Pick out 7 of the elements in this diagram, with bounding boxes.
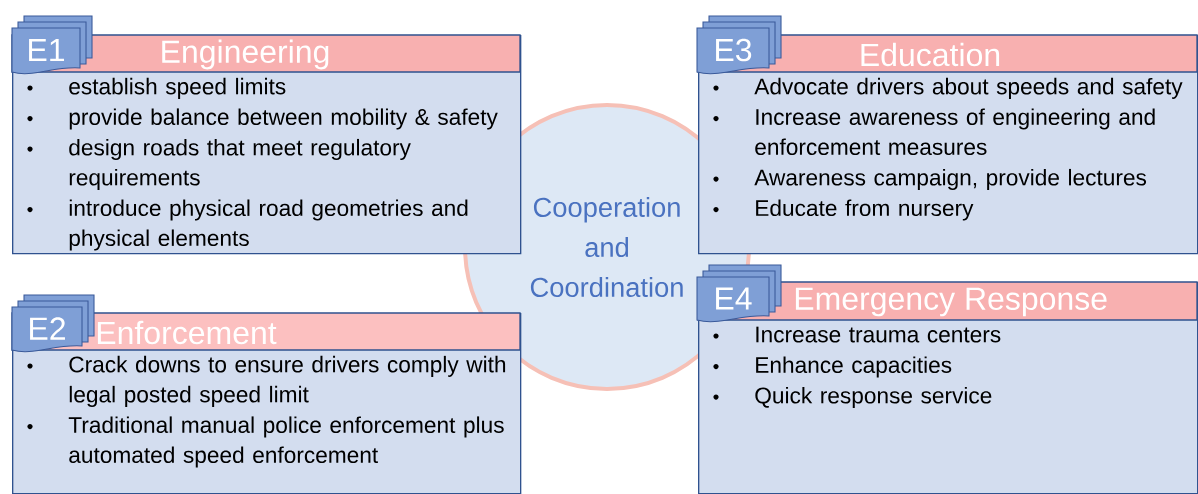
stacked-tab: E4: [696, 264, 782, 323]
stacked-tab: E2: [11, 294, 95, 353]
stacked-tab: E3: [696, 15, 782, 75]
bullet-item: Traditional manual police enforcement plus automated speed enforcement: [27, 416, 504, 468]
stacked-tab: E1: [11, 15, 93, 75]
bullet-item: Advocate drivers about speeds and safety: [713, 77, 1183, 99]
bullet-item: establish speed limits: [27, 77, 286, 99]
